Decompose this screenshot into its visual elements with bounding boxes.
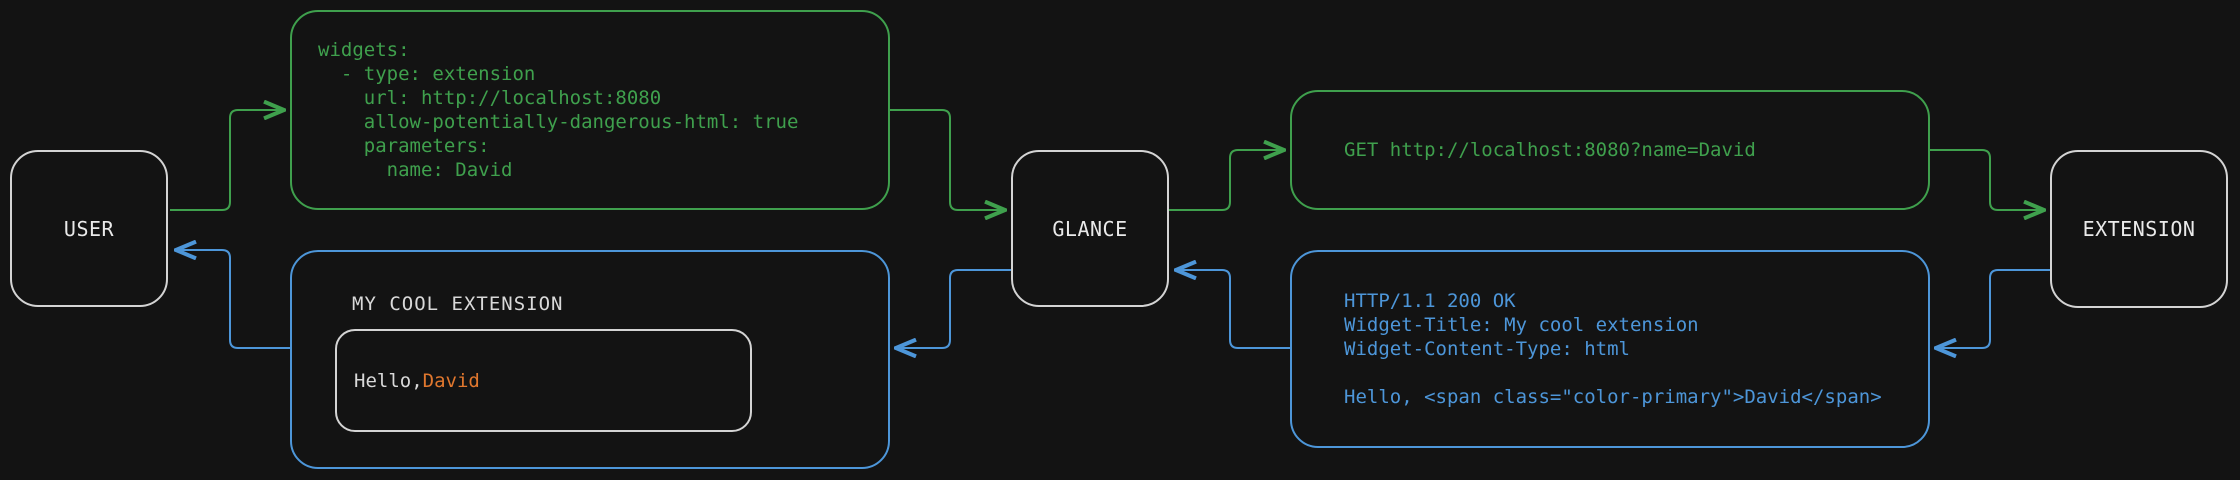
arrow-config-to-glance (890, 109, 1005, 210)
arrow-glance-to-request (1169, 150, 1284, 211)
arrow-response-to-glance (1176, 270, 1290, 349)
node-user: USER (10, 150, 168, 307)
config-yaml-box: widgets: - type: extension url: http://l… (290, 10, 890, 210)
http-response-box: HTTP/1.1 200 OK Widget-Title: My cool ex… (1290, 250, 1930, 448)
arrow-widget-to-user (176, 250, 290, 349)
http-request-line: GET http://localhost:8080?name=David (1344, 139, 1756, 161)
arrow-user-to-config (170, 110, 284, 211)
http-response-code: HTTP/1.1 200 OK Widget-Title: My cool ex… (1344, 290, 1882, 408)
node-extension: EXTENSION (2050, 150, 2228, 308)
node-glance-label: GLANCE (1052, 216, 1128, 241)
widget-title: MY COOL EXTENSION (352, 293, 564, 315)
config-yaml-code: widgets: - type: extension url: http://l… (318, 39, 799, 181)
greeting-prefix: Hello, (354, 369, 423, 392)
node-user-label: USER (63, 216, 115, 241)
widget-output-box: Hello, David (335, 329, 752, 432)
arrow-extension-to-response (1936, 269, 2050, 348)
greeting-name: David (422, 369, 480, 392)
node-extension-label: EXTENSION (2082, 217, 2196, 241)
arrow-glance-to-widget (896, 269, 1011, 348)
http-request-box: GET http://localhost:8080?name=David (1290, 90, 1930, 210)
rendered-widget-box: MY COOL EXTENSION Hello, David (290, 250, 890, 469)
arrow-request-to-extension (1930, 149, 2044, 210)
node-glance: GLANCE (1011, 150, 1169, 307)
